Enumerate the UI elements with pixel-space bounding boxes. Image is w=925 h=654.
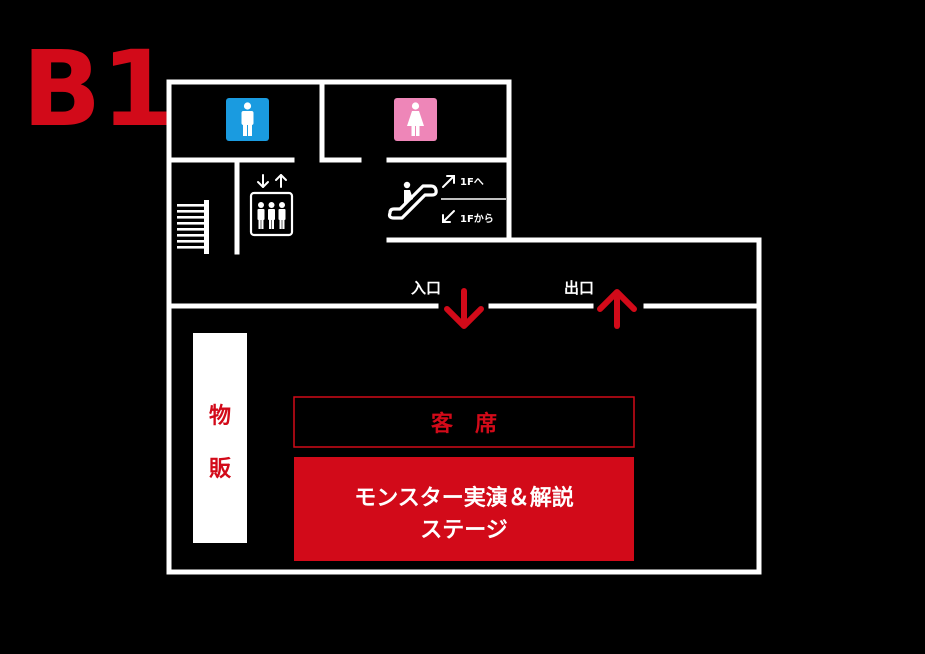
seating-area: 客 席 — [293, 396, 635, 448]
escalator-up-row: 1Fへ — [442, 175, 484, 188]
exit-label: 出口 — [564, 279, 594, 297]
merch-area: 物 販 — [193, 333, 247, 543]
female-restroom-icon — [394, 98, 437, 141]
stage-area: モンスター実演＆解説 ステージ — [294, 457, 634, 561]
escalator-up-label: 1Fへ — [460, 177, 484, 188]
merch-label-1: 物 — [209, 403, 231, 429]
arrow-up-right-icon — [442, 175, 455, 188]
stage-label-line1: モンスター実演＆解説 — [354, 485, 574, 511]
arrow-down-left-icon — [442, 210, 455, 223]
escalator-down-label: 1Fから — [460, 213, 494, 225]
stage-label-line2: ステージ — [420, 518, 508, 543]
elevator-icon — [249, 174, 294, 237]
escalator-down-row: 1Fから — [442, 210, 494, 225]
male-restroom-icon — [226, 98, 269, 141]
seating-label: 客 席 — [431, 411, 497, 437]
entrance-label: 入口 — [411, 279, 441, 297]
arrow-down-icon — [444, 288, 484, 329]
floor-label: B1 — [22, 28, 174, 150]
merch-label-2: 販 — [209, 457, 232, 482]
stairs-icon — [177, 200, 209, 254]
arrow-up-icon — [597, 289, 637, 329]
interior-walls — [166, 79, 762, 309]
escalator-icon — [387, 181, 438, 220]
